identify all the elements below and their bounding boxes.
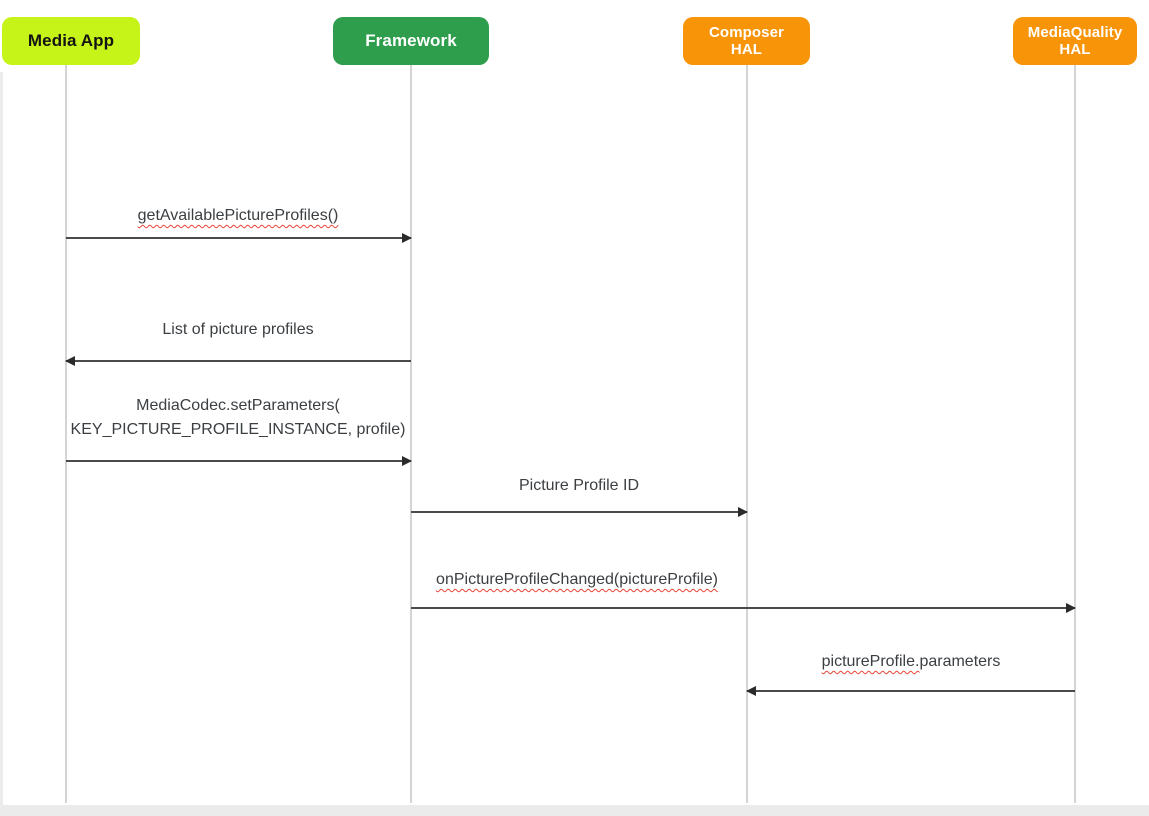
actor-label: MediaQuality bbox=[1027, 24, 1123, 41]
actor-box-composer-hal: Composer HAL bbox=[683, 17, 810, 65]
message-arrow-get-available-picture-profiles bbox=[66, 233, 412, 243]
actor-label: Composer bbox=[709, 24, 784, 41]
message-label-picture-profile-id: Picture Profile ID bbox=[518, 477, 640, 494]
arrowhead-right-icon bbox=[402, 456, 412, 466]
actor-box-mediaquality-hal: MediaQuality HAL bbox=[1013, 17, 1137, 65]
lifeline-framework bbox=[410, 65, 412, 803]
message-label-segment: pictureProfile. bbox=[821, 653, 920, 670]
arrowhead-right-icon bbox=[402, 233, 412, 243]
message-label-on-picture-profile-changed: onPictureProfileChanged(pictureProfile) bbox=[436, 571, 718, 588]
actor-label: HAL bbox=[1059, 41, 1091, 58]
message-arrow-list-of-picture-profiles bbox=[65, 356, 411, 366]
actor-label: HAL bbox=[730, 41, 763, 58]
actor-box-media-app: Media App bbox=[2, 17, 140, 65]
bottom-edge-strip bbox=[0, 805, 1149, 816]
message-label-picture-profile-parameters: pictureProfile.parameters bbox=[822, 650, 1001, 674]
actor-box-framework: Framework bbox=[333, 17, 489, 65]
arrowhead-right-icon bbox=[738, 507, 748, 517]
message-label-get-available-picture-profiles: getAvailablePictureProfiles() bbox=[137, 207, 339, 224]
left-edge-strip bbox=[0, 72, 3, 805]
lifeline-mediaquality-hal bbox=[1074, 65, 1076, 803]
arrowhead-right-icon bbox=[1066, 603, 1076, 613]
message-label-mediacodec-setparameters: MediaCodec.setParameters( KEY_PICTURE_PR… bbox=[71, 394, 406, 442]
message-label-list-of-picture-profiles: List of picture profiles bbox=[162, 321, 314, 338]
message-arrow-picture-profile-id bbox=[411, 507, 748, 517]
lifeline-composer-hal bbox=[746, 65, 748, 803]
actor-label: Framework bbox=[365, 31, 457, 50]
message-arrow-picture-profile-parameters bbox=[746, 686, 1075, 696]
arrowhead-left-icon bbox=[65, 356, 75, 366]
lifeline-media-app bbox=[65, 65, 67, 803]
arrowhead-left-icon bbox=[746, 686, 756, 696]
message-label-segment: parameters bbox=[919, 653, 1001, 670]
actor-label: Media App bbox=[27, 31, 115, 50]
message-label-line: KEY_PICTURE_PROFILE_INSTANCE, profile) bbox=[70, 421, 406, 438]
message-arrow-on-picture-profile-changed bbox=[411, 603, 1076, 613]
message-arrow-mediacodec-setparameters bbox=[66, 456, 412, 466]
message-label-line: MediaCodec.setParameters( bbox=[136, 397, 340, 414]
